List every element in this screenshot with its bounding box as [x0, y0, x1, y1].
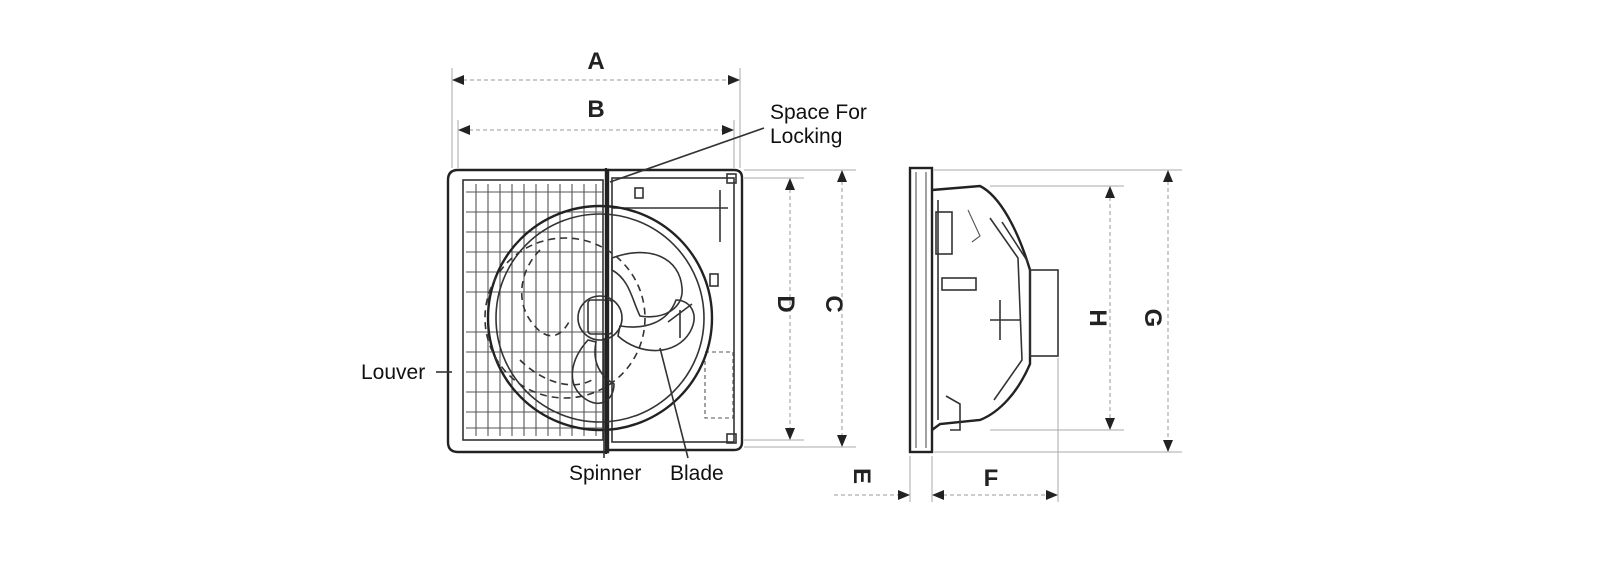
dimension-c: C	[744, 169, 856, 448]
callout-label-locking: Locking	[770, 125, 842, 148]
dimension-label-g: G	[1139, 309, 1166, 328]
louver-body	[446, 168, 610, 454]
dimension-label-c: C	[820, 295, 847, 312]
dimension-e: E	[834, 456, 911, 502]
motor-box	[1029, 269, 1059, 357]
dimension-a: A	[451, 48, 741, 168]
dimension-b: B	[457, 96, 735, 168]
fan-assembly	[484, 204, 714, 432]
callout-louver: Louver	[361, 361, 452, 384]
dimension-h: H	[990, 185, 1124, 431]
front-view	[446, 168, 744, 454]
dimension-label-e: E	[848, 468, 875, 484]
callout-blade: Blade	[659, 347, 724, 485]
dimension-label-h: H	[1084, 309, 1111, 326]
dimension-label-a: A	[587, 48, 604, 75]
dimension-label-f: F	[984, 465, 999, 492]
callout-label-space-for-locking: Space For	[770, 101, 867, 124]
callout-label-blade: Blade	[670, 462, 724, 485]
dimension-g: G	[934, 169, 1182, 453]
dimension-f: F	[931, 358, 1059, 502]
side-view	[908, 166, 1059, 454]
front-plate	[908, 166, 934, 454]
dimension-label-b: B	[587, 96, 604, 123]
callout-space-for-locking: Space For Locking	[609, 101, 867, 183]
dimension-label-d: D	[772, 295, 799, 312]
motor-housing	[931, 184, 1032, 431]
dimension-d: D	[744, 177, 804, 441]
spinner-hub	[577, 295, 623, 341]
callout-spinner: Spinner	[569, 338, 641, 485]
callout-label-spinner: Spinner	[569, 462, 641, 485]
blade-shape	[611, 251, 683, 318]
callout-label-louver: Louver	[361, 361, 425, 384]
